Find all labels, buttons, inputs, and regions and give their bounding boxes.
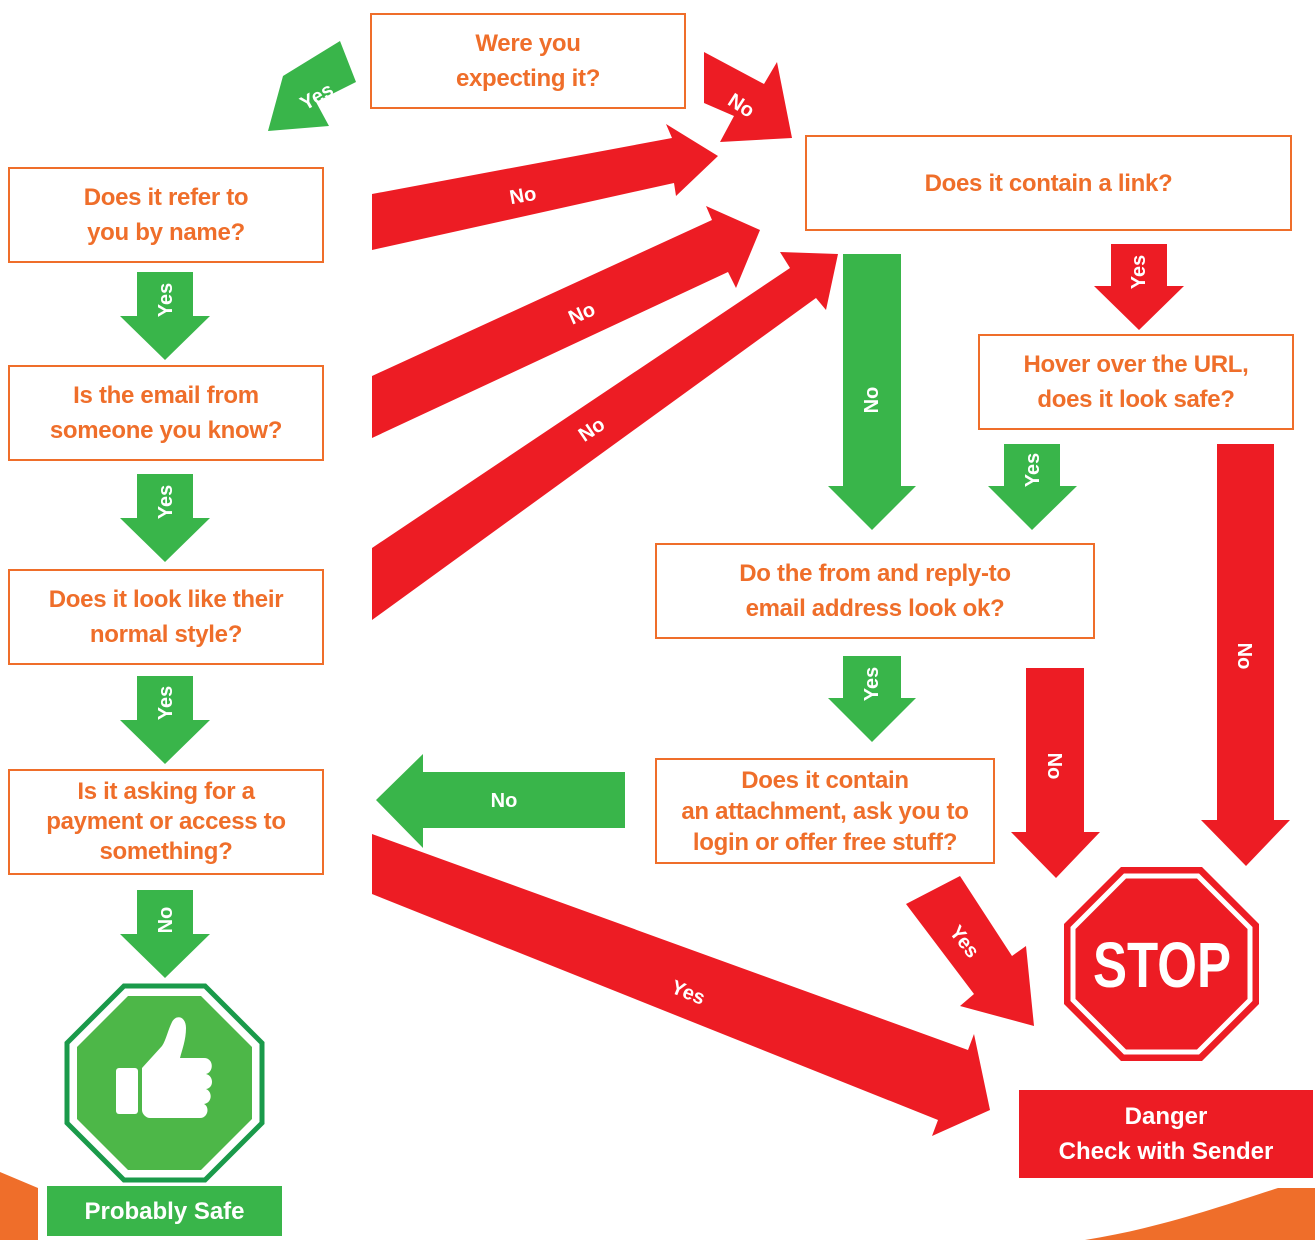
label-from-no: No [1043, 753, 1065, 780]
label-payment-no: No [155, 907, 177, 934]
question-from-reply-to: Do the from and reply-to email address l… [655, 543, 1095, 639]
arrow-from-yes [828, 656, 916, 742]
arrow-style-no [372, 252, 838, 620]
arrow-from-no [1011, 668, 1100, 878]
label-style-yes: Yes [155, 686, 177, 720]
question-someone-you-know: Is the email from someone you know? [8, 365, 324, 461]
arrow-payment-yes [372, 834, 990, 1136]
outcome-probably-safe: Probably Safe [47, 1186, 282, 1236]
question-contains-link: Does it contain a link? [805, 135, 1292, 231]
arrow-expect-yes [268, 41, 356, 131]
label-link-no: No [861, 387, 883, 414]
question-expecting: Were you expecting it? [370, 13, 686, 109]
label-from-yes: Yes [861, 667, 883, 701]
arrow-link-yes [1094, 244, 1184, 330]
arrow-attach-no [376, 754, 625, 848]
stop-sign-icon: STOP [1064, 867, 1259, 1061]
arrow-payment-no [120, 890, 210, 978]
label-know-yes: Yes [155, 485, 177, 519]
arrow-expect-no [704, 52, 792, 142]
question-payment-access: Is it asking for a payment or access to … [8, 769, 324, 875]
question-hover-url: Hover over the URL, does it look safe? [978, 334, 1294, 430]
label-hover-no: No [1233, 643, 1255, 670]
arrow-know-no [372, 206, 760, 438]
arrow-hover-no [1201, 444, 1290, 866]
label-name-no: No [508, 183, 538, 209]
label-name-yes: Yes [155, 283, 177, 317]
arrow-link-no [828, 254, 916, 530]
question-normal-style: Does it look like their normal style? [8, 569, 324, 665]
arrow-attach-yes [906, 876, 1034, 1026]
corner-accent-left [0, 1172, 38, 1240]
stop-sign-text: STOP [1093, 929, 1231, 1001]
arrow-name-no [372, 124, 718, 250]
label-attach-no: No [491, 790, 518, 812]
arrow-style-yes [120, 676, 210, 764]
label-hover-yes: Yes [1022, 453, 1044, 487]
thumbs-up-icon [64, 983, 265, 1183]
question-attachment-login: Does it contain an attachment, ask you t… [655, 758, 995, 864]
corner-accent-right [1085, 1188, 1315, 1240]
arrow-know-yes [120, 474, 210, 562]
outcome-danger: Danger Check with Sender [1019, 1090, 1313, 1178]
arrow-hover-yes [988, 444, 1077, 530]
arrow-name-yes [120, 272, 210, 360]
question-refer-by-name: Does it refer to you by name? [8, 167, 324, 263]
label-link-yes: Yes [1128, 255, 1150, 289]
